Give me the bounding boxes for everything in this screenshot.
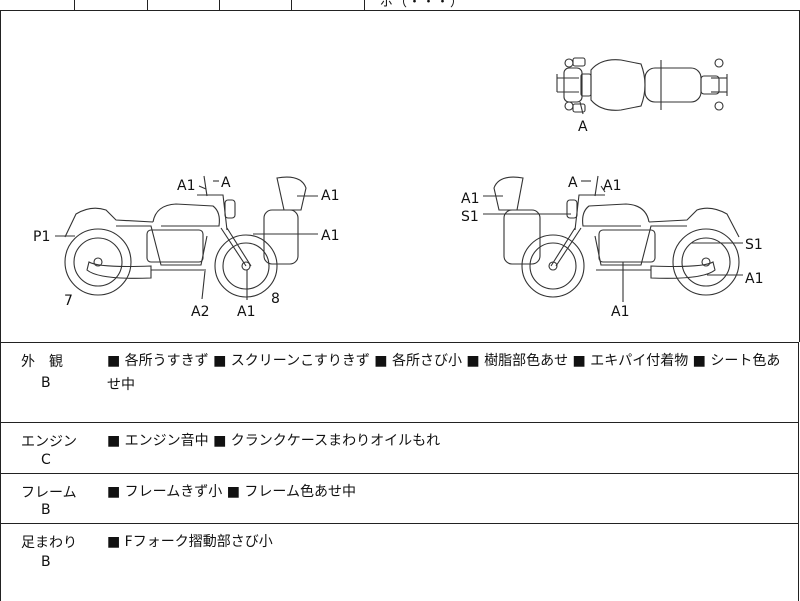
- left-label-a1-tank: A1: [177, 178, 195, 194]
- motorcycle-diagram-svg: A: [33, 57, 763, 320]
- damage-diagram: A: [0, 10, 800, 342]
- right-label-a-mirror: A: [568, 175, 578, 191]
- right-side-motorcycle: [493, 175, 740, 298]
- right-label-a1-rear: A1: [745, 271, 763, 287]
- left-label-a-mirror: A: [221, 175, 231, 191]
- section-grade: B: [41, 502, 51, 518]
- section-row-exterior: 外 観 B ■ 各所うすきず ■ スクリーンこすりきず ■ 各所さび小 ■ 樹脂…: [0, 342, 799, 423]
- section-grade: C: [41, 452, 51, 468]
- section-grade: B: [41, 375, 51, 391]
- left-label-p1: P1: [33, 229, 50, 245]
- header-cell: [147, 0, 220, 10]
- section-notes: ■ Fフォーク摺動部さび小: [107, 534, 273, 550]
- right-label-a1-tank: A1: [603, 178, 621, 194]
- left-label-a2: A2: [191, 304, 209, 320]
- section-notes: ■ エンジン音中 ■ クランクケースまわりオイルもれ: [107, 433, 441, 449]
- header-cell: [0, 0, 75, 10]
- top-view-label-a: A: [578, 119, 588, 135]
- right-side-leader-lines: [483, 180, 743, 302]
- left-label-a1-wheel: A1: [237, 304, 255, 320]
- section-grade: B: [41, 554, 51, 570]
- right-label-a1-screen: A1: [461, 191, 479, 207]
- header-cell: [74, 0, 148, 10]
- header-fragment-text: ポ（・・・）: [380, 0, 465, 10]
- section-row-engine: エンジン C ■ エンジン音中 ■ クランクケースまわりオイルもれ: [0, 422, 799, 474]
- left-side-motorcycle: [64, 175, 307, 298]
- left-label-7: 7: [64, 293, 73, 309]
- section-notes: ■ 各所うすきず ■ スクリーンこすりきず ■ 各所さび小 ■ 樹脂部色あせ ■…: [107, 353, 781, 393]
- section-notes: ■ フレームきず小 ■ フレーム色あせ中: [107, 484, 356, 500]
- right-label-s1-front: S1: [461, 209, 479, 225]
- section-category: エンジン: [21, 434, 77, 450]
- header-strip: ポ（・・・）: [0, 0, 800, 11]
- header-cell: [291, 0, 365, 10]
- section-category: 足まわり: [21, 535, 77, 551]
- left-label-a1-screen: A1: [321, 188, 339, 204]
- section-category: フレーム: [21, 485, 77, 501]
- right-label-s1-rear: S1: [745, 237, 763, 253]
- right-label-a1-bottom: A1: [611, 304, 629, 320]
- top-view-motorcycle: [556, 57, 728, 115]
- header-cell: [219, 0, 292, 10]
- left-side-leader-lines: [55, 180, 318, 300]
- section-row-frame: フレーム B ■ フレームきず小 ■ フレーム色あせ中: [0, 473, 799, 524]
- section-category: 外 観: [21, 354, 63, 370]
- left-label-a1-bag: A1: [321, 228, 339, 244]
- left-label-8: 8: [271, 291, 280, 307]
- section-row-suspension: 足まわり B ■ Fフォーク摺動部さび小: [0, 523, 799, 601]
